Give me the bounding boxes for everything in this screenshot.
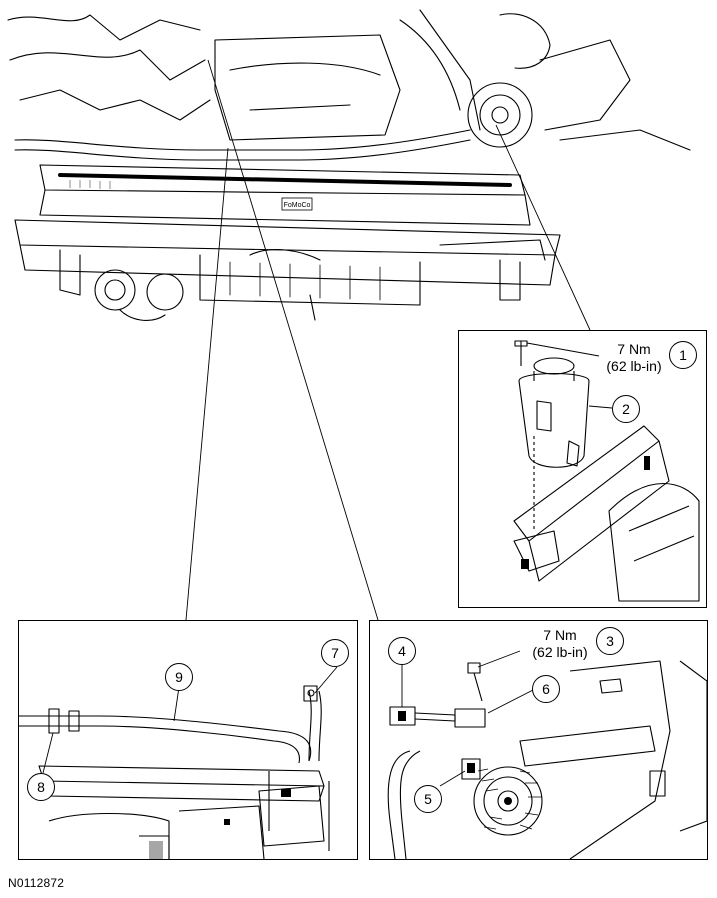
- callout-5: 5: [414, 785, 442, 813]
- callout-6: 6: [532, 675, 560, 703]
- fan-clutch: [473, 766, 543, 836]
- upper-hose: [499, 13, 551, 69]
- callout-8: 8: [27, 773, 55, 801]
- callout-3: 3: [596, 627, 624, 655]
- leader-to-hose-detail: [185, 147, 229, 621]
- torque-value: 7 Nm: [543, 627, 577, 643]
- connector-detail-illustration: [387, 650, 707, 859]
- callout-1: 1: [669, 341, 697, 369]
- callout-9: 9: [165, 663, 193, 691]
- connector-6: [454, 708, 486, 728]
- radiator-badge-text: FoMoCo: [284, 202, 311, 209]
- callout-4: 4: [388, 637, 416, 665]
- callout-7: 7: [321, 639, 349, 667]
- connector-4: [389, 706, 416, 726]
- reservoir-detail-illustration: [513, 340, 700, 602]
- reservoir-cap-top: [467, 82, 533, 148]
- hose-clip-detail-illustration: [19, 666, 338, 859]
- badge-outline: [281, 197, 313, 211]
- torque-spec-1: 7 Nm (62 lb-in): [599, 341, 669, 375]
- torque-value: 7 Nm: [617, 341, 651, 357]
- hose-clip-detail-panel: 9 7 8: [18, 620, 358, 860]
- leader-to-reservoir-detail: [495, 124, 591, 331]
- reservoir-body: [518, 372, 590, 468]
- torque-imperial: (62 lb-in): [532, 644, 588, 660]
- figure-id: N0112872: [8, 876, 65, 890]
- hose-main: [19, 715, 312, 762]
- connector-detail-panel: 7 Nm (62 lb-in) 3 4 6 5: [369, 620, 708, 860]
- air-box-housing: [214, 34, 401, 141]
- reservoir-cap: [533, 357, 575, 375]
- torque-spec-3: 7 Nm (62 lb-in): [520, 627, 600, 661]
- fan-shroud-section: [608, 483, 700, 602]
- callout-2: 2: [612, 395, 640, 423]
- torque-imperial: (62 lb-in): [606, 358, 662, 374]
- reservoir-detail-panel: 7 Nm (62 lb-in) 1 2: [458, 330, 707, 608]
- leader-to-connector-detail: [207, 59, 379, 621]
